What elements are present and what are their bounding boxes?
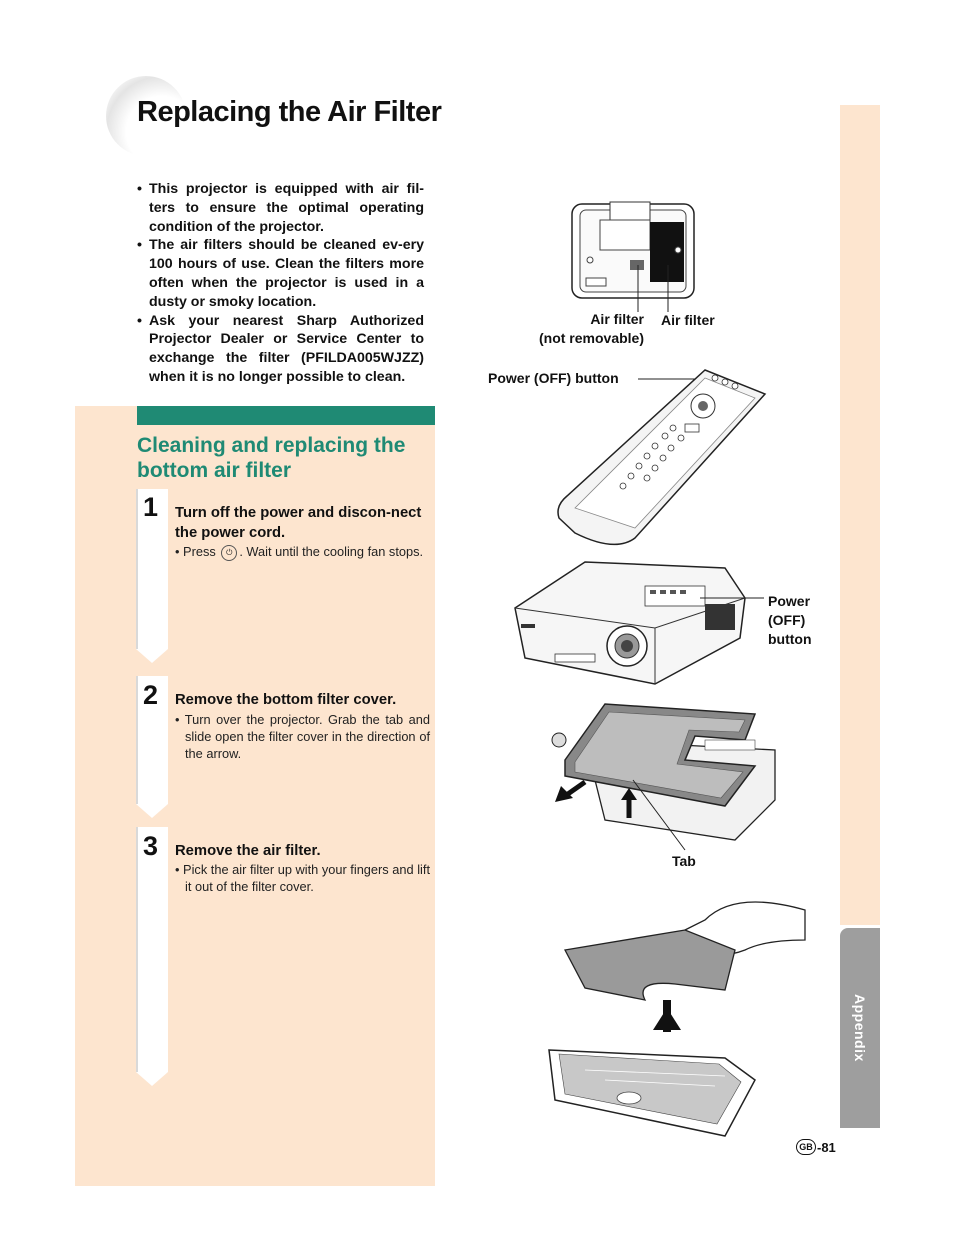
title-decoration [106,76,186,156]
intro-list: This projector is equipped with air fil-… [137,180,424,387]
step-tab [136,489,168,663]
page-number: GB -81 [796,1139,836,1155]
remote-power-label: Power (OFF) button [488,370,619,386]
step-body: • Turn over the projector. Grab the tab … [175,712,430,761]
filter-removal-illustration [548,901,806,1137]
appendix-tab-label: Appendix [852,994,868,1062]
projector-illustration [514,561,746,685]
appendix-tab [840,928,880,1128]
region-badge: GB [796,1139,816,1155]
air-filter-fixed-label: Air filter (not removable) [538,311,644,346]
list-item: This projector is equipped with air fil-… [137,180,424,236]
procedure-panel [75,406,435,1186]
tab-label: Tab [672,853,696,869]
step-heading: Remove the bottom filter cover. [175,692,397,708]
step-body-text: . Wait until the cooling fan stops. [239,544,424,559]
filter-cover-illustration [551,703,776,851]
callout-lines [637,265,669,312]
step-tab [136,676,168,818]
remote-control-illustration [557,369,767,546]
list-item: The air filters should be cleaned ev-ery… [137,236,424,311]
step-tab [136,827,168,1086]
step-body-text: • Press [175,544,216,559]
list-item: Ask your nearest Sharp Authorized Projec… [137,312,424,387]
step-body: • Press ⏻. Wait until the cooling fan st… [175,543,430,561]
power-icon: ⏻ [221,544,238,561]
projector-callout-line [700,597,764,599]
air-filter-label: Air filter [661,312,715,328]
step-number: 2 [143,680,159,710]
section-bar [137,406,435,425]
projector-power-label: Power (OFF) button [768,593,812,647]
page-number-text: -81 [817,1139,836,1155]
step-body: • Pick the air filter up with your finge… [175,862,430,894]
projector-bottom-illustration [571,201,695,299]
section-title: Cleaning and replacing the bottom air fi… [137,434,406,482]
step-number: 1 [143,492,159,522]
step-heading: Turn off the power and discon-nect the p… [175,505,422,541]
page-title: Replacing the Air Filter [137,96,442,128]
appendix-tab-label-box: Appendix [840,928,880,1128]
step-number: 3 [143,831,159,861]
side-tab-background [840,105,880,925]
step-heading: Remove the air filter. [175,843,321,859]
